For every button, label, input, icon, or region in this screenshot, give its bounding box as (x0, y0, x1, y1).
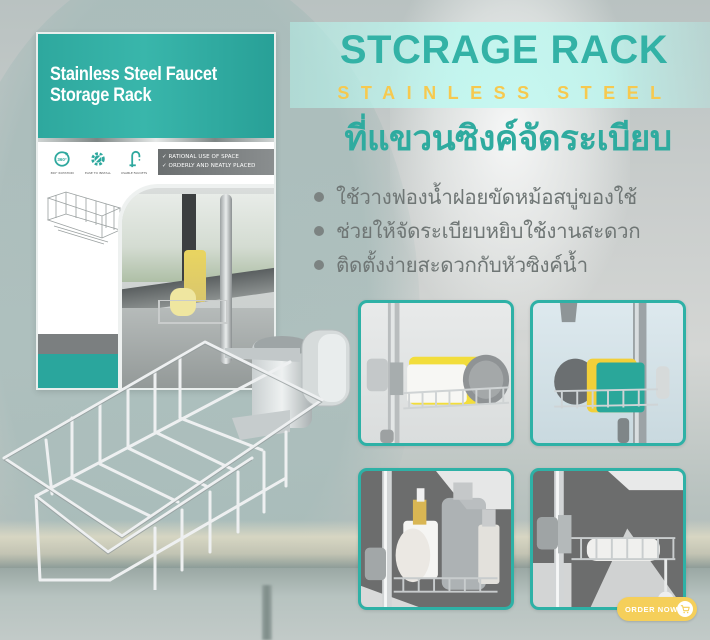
headline-subtitle: STAINLESS STEEL (337, 83, 673, 103)
order-now-label: ORDER NOW (625, 604, 678, 614)
bullet-item: ช่วยให้จัดระเบียบหยิบใช้งานสะดวก (314, 214, 710, 248)
wire-basket-sketch (46, 191, 122, 245)
hero-rack-image (2, 329, 351, 590)
bullet-item: ติดตั้งง่ายสะดวกกับหัวซิงค์น้ำ (314, 248, 710, 282)
benefit-item: ✓ RATIONAL USE OF SPACE (162, 154, 240, 160)
feature-label: 360° ROTATION (50, 170, 74, 175)
bullet-dot-icon (314, 260, 324, 270)
headline-title: STCRAGE RACK (339, 28, 669, 72)
package-body (38, 182, 274, 388)
package-footer-teal (38, 354, 118, 388)
feature-bullets: ใช้วางฟองน้ำฝอยขัดหม้อสบู่ของใช้ ช่วยให้… (314, 180, 710, 282)
gallery-photo-bottles (358, 468, 514, 610)
feature-rotation: 360° 360° ROTATION (44, 150, 80, 175)
photo-illustration (533, 471, 683, 607)
feature-row: 360° 360° ROTATION EASE TO INSTALL USABL… (38, 142, 274, 182)
faucet (220, 194, 232, 364)
cart-icon-badge (677, 601, 693, 617)
svg-text:360°: 360° (57, 156, 67, 161)
gallery-photo-sponge-towel (358, 300, 514, 446)
package-footer-gray (38, 334, 118, 354)
bullet-text: ใช้วางฟองน้ำฝอยขัดหม้อสบู่ของใช้ (336, 184, 637, 209)
feature-label: EASE TO INSTALL (85, 170, 111, 175)
benefits-box: ✓ RATIONAL USE OF SPACE ✓ ORDERLY AND NE… (158, 149, 274, 175)
bullet-text: ช่วยให้จัดระเบียบหยิบใช้งานสะดวก (336, 218, 641, 243)
sponge (170, 288, 196, 316)
package-title: Stainless Steel Faucet Storage Rack (50, 64, 243, 106)
headline-band (290, 22, 710, 108)
photo-illustration (361, 471, 511, 607)
bullet-dot-icon (314, 192, 324, 202)
feature-faucet: USABLE FAUCETS (116, 150, 152, 175)
benefit-item: ✓ ORDERLY AND NEATLY PLACED (162, 163, 256, 169)
order-now-button[interactable]: ORDER NOW (617, 597, 697, 621)
gear-wrench-icon (91, 151, 105, 166)
bullet-item: ใช้วางฟองน้ำฝอยขัดหม้อสบู่ของใช้ (314, 180, 710, 214)
package-title-line-1: Stainless Steel Faucet (50, 64, 217, 85)
kitchen-photo (118, 184, 274, 388)
background-pole (262, 585, 272, 640)
faucet-icon (129, 150, 141, 167)
headline-thai-title: ที่แขวนซิงค์จัดระเบียบ (344, 119, 672, 159)
feature-install: EASE TO INSTALL (80, 150, 116, 175)
package-header: Stainless Steel Faucet Storage Rack (38, 34, 274, 142)
rotate-360-icon: 360° (54, 150, 70, 167)
package-title-line-2: Storage Rack (50, 85, 152, 106)
bullet-text: ติดตั้งง่ายสะดวกกับหัวซิงค์น้ำ (336, 252, 588, 277)
basket (158, 300, 228, 324)
gallery-photo-green-sponge (530, 300, 686, 446)
cart-icon (680, 605, 690, 614)
bullet-dot-icon (314, 226, 324, 236)
photo-illustration (554, 303, 670, 443)
product-package: Stainless Steel Faucet Storage Rack 360°… (36, 32, 276, 390)
feature-label: USABLE FAUCETS (120, 170, 148, 175)
photo-illustration (366, 303, 510, 443)
gallery-photo-soap (530, 468, 686, 610)
